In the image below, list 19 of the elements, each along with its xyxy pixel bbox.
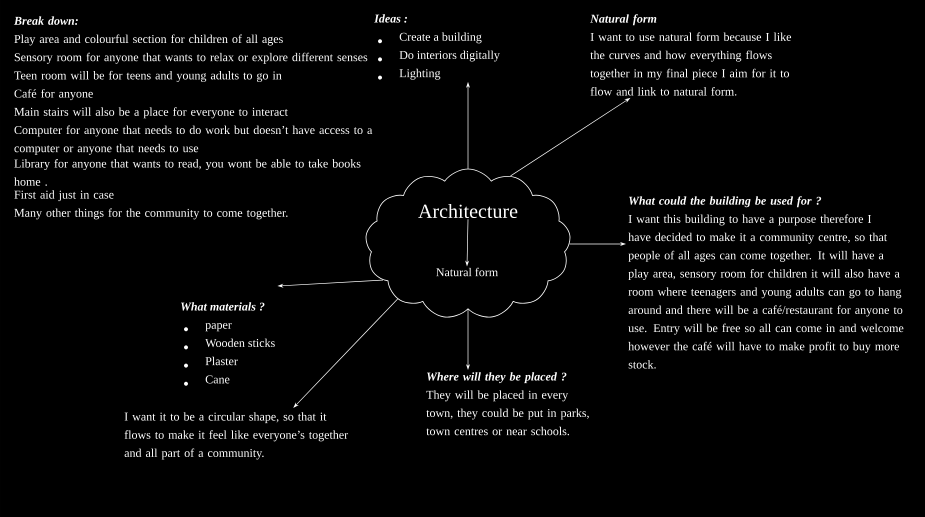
note-text: I want it to be a circular shape, so that it flows to make it feel like everyone’s together and all part of a community. <box>124 412 348 460</box>
list-item: Computer for anyone that needs to do work but doesn’t have access to a computer or anyone that needs to use <box>14 126 372 155</box>
list-item: First aid just in case <box>14 190 114 202</box>
note-text: Natural form I want to use natural form because I like the curves and how everything flows together in my final piece I aim for it to flow and link to natural form. <box>590 14 792 96</box>
cloud-shape <box>366 168 570 318</box>
cloud-title: Architecture <box>418 204 518 218</box>
bullet-list: What materials ? paper Wooden sticks Plaster Cane <box>181 302 275 384</box>
bullet-list: Ideas : Create a building Do interiors digitally Lighting <box>374 14 500 80</box>
list-item: Sensory room for anyone that wants to relax or explore different senses <box>14 52 368 64</box>
list-item: Café for anyone <box>14 89 93 100</box>
list-item: Teen room will be for teens and young adults to go in <box>14 70 282 82</box>
list-item: Play area and colourful section for children of all ages <box>14 34 283 46</box>
cloud-text: Natural form <box>436 268 498 276</box>
note-text: What could the building be used for ? I want this building to have a purpose therefore I have decided to make it a community centre, so that people of all ages can come together. It will have a play area, sensory room for children it will also have a room where teenagers and young adults can go to hang around and there will be a café/restaurant for anyone to use. Entry will be free so all can come in and welcome however the café will have to make profit to buy more stock. <box>628 196 904 369</box>
list-item: Main stairs will also be a place for everyone to interact <box>14 107 288 118</box>
list-item: Many other things for the community to come together. <box>14 208 288 220</box>
note-text: Where will they be placed ? They will be placed in every town, they could be put in parks, town centres or near schools. <box>426 372 589 436</box>
list-item: Library for anyone that wants to read, you wont be able to take books home . <box>14 159 360 186</box>
heading: Break down: <box>14 16 78 25</box>
